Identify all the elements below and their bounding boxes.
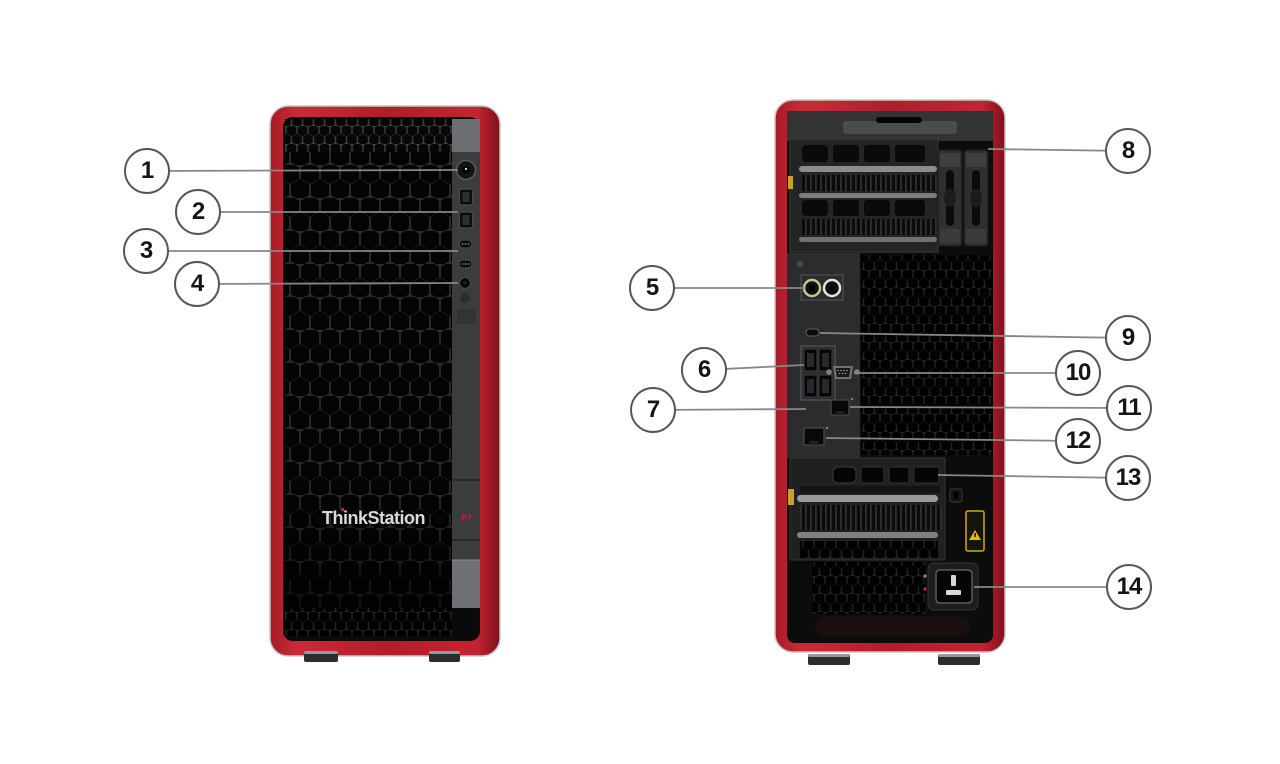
warning-sticker: [965, 510, 985, 552]
front-top-strip-highlight: [452, 119, 480, 152]
leader-lines: [146, 148, 1130, 588]
leader-line-8: [987, 148, 1129, 152]
yellow-latch-tab-top: [788, 176, 793, 189]
callout-3: 3: [123, 228, 169, 274]
thinkstation-logo-text: ThinkStation: [322, 508, 425, 528]
gpu-bracket-2: [797, 532, 938, 538]
graphics-card-area: [788, 457, 946, 561]
gpu-hex-vent: [800, 541, 938, 558]
gpu-heatsink-fins: [800, 505, 942, 530]
pcie-bracket-1: [799, 166, 937, 172]
pcie-vent-ribbed-1: [801, 175, 937, 191]
rear-middle-vent: [861, 255, 993, 455]
pcie-slot-vents-row-1: [802, 145, 925, 162]
callout-12: 12: [1055, 418, 1101, 464]
callout-1: 1: [124, 148, 170, 194]
front-usb-a-port-1: [458, 188, 474, 206]
leader-line-1: [146, 169, 459, 172]
leader-line-11: [849, 406, 1130, 409]
callout-8: 8: [1105, 128, 1151, 174]
ethernet-port-2: [803, 426, 829, 446]
pcie-bracket-2: [799, 193, 937, 198]
front-port-strip: [452, 152, 480, 608]
front-top-vent: [285, 119, 452, 152]
leader-line-7: [652, 408, 807, 411]
thinkstation-logo: ThinkStation: [322, 507, 426, 528]
front-led-indicator: [460, 293, 470, 303]
pcie-slot-area: [788, 138, 939, 253]
logo-red-dot: [340, 507, 345, 512]
callout-10: 10: [1055, 350, 1101, 396]
callout-2: 2: [175, 189, 221, 235]
ethernet-port-1: [830, 397, 854, 416]
rear-io-panel: [787, 253, 860, 458]
rear-bottom-groove: [815, 617, 970, 636]
rear-feet: [808, 654, 980, 665]
front-bottom-vent: [285, 608, 452, 636]
graphics-card-ports: [832, 466, 940, 484]
leader-line-13: [937, 474, 1129, 479]
callout-5: 5: [629, 265, 675, 311]
callout-4: 4: [174, 261, 220, 307]
gpu-perf-strip: [800, 486, 940, 493]
front-feet: [304, 651, 460, 662]
gpu-bracket-1: [797, 495, 938, 502]
pcie-vent-ribbed-2: [801, 219, 937, 235]
pcie-bracket-3: [799, 237, 937, 242]
rear-usb-c-port: [805, 328, 820, 337]
rear-usb-ports-lower: [803, 374, 833, 398]
psu-handle-modules: [937, 149, 989, 247]
rear-audio-jacks: [797, 261, 844, 301]
callout-7: 7: [630, 387, 676, 433]
leader-line-9: [819, 332, 1129, 339]
front-tower: ThinkStation P7: [269, 105, 501, 662]
callout-9: 9: [1105, 315, 1151, 361]
rear-bottom-vent: [812, 562, 925, 614]
callout-13: 13: [1105, 455, 1151, 501]
rear-tower: [774, 99, 1006, 665]
rear-top-handle: [787, 111, 993, 141]
callout-6: 6: [681, 347, 727, 393]
leader-line-12: [825, 437, 1079, 442]
front-power-button: [455, 159, 477, 181]
power-connector: [923, 562, 979, 611]
kensington-lock-slot: [949, 488, 963, 503]
model-badge-text: P7: [461, 513, 472, 523]
serial-port: [826, 366, 860, 379]
leader-line-4: [196, 282, 459, 285]
front-usb-c-port-2: [458, 259, 473, 269]
callout-14: 14: [1106, 564, 1152, 610]
front-usb-c-port-1: [458, 239, 473, 249]
front-headphone-jack: [458, 276, 472, 290]
callout-11: 11: [1106, 385, 1152, 431]
front-badge-plate: [457, 309, 476, 324]
yellow-latch-tab-bottom: [788, 489, 794, 505]
pcie-slot-vents-row-2: [802, 200, 925, 216]
front-usb-a-port-2: [458, 211, 474, 229]
